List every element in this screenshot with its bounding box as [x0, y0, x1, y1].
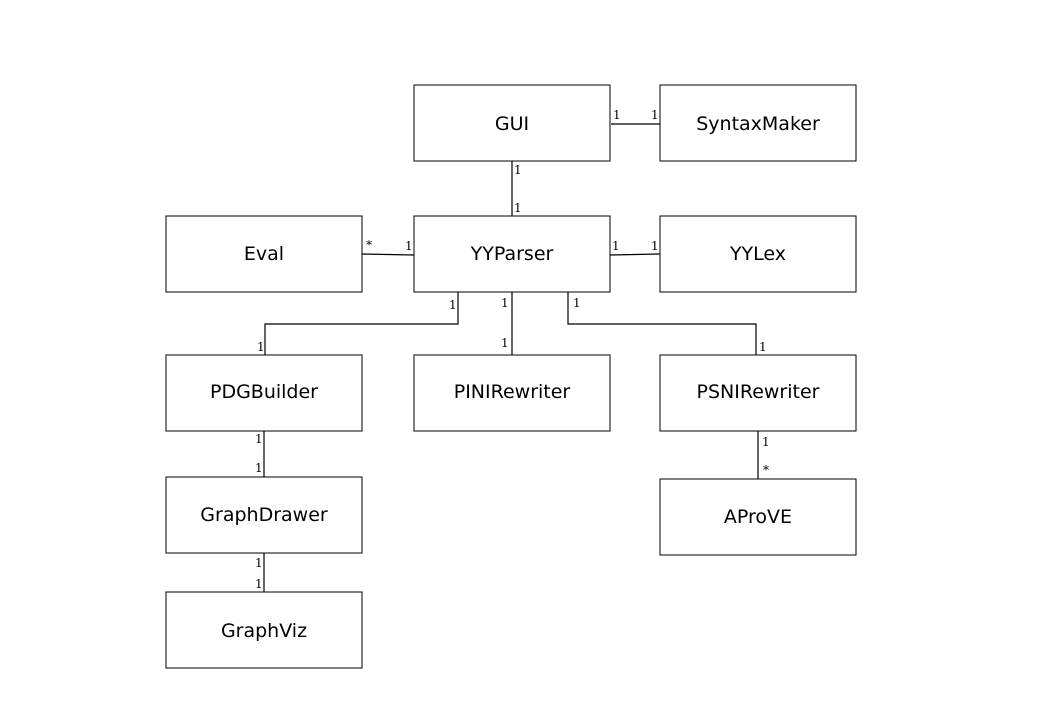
class-box-aprove: AProVE	[659, 478, 857, 556]
mult-pdgbuilder-graphdrawer-to: 1	[255, 461, 263, 475]
mult-yyparser-pinirewriter-from: 1	[501, 296, 509, 310]
class-box-pdgbuilder: PDGBuilder	[165, 354, 363, 432]
class-label-syntaxmaker: SyntaxMaker	[696, 113, 820, 135]
assoc-eval-yyparser	[361, 253, 415, 256]
class-box-graphviz: GraphViz	[165, 591, 363, 669]
class-box-graphdrawer: GraphDrawer	[165, 476, 363, 554]
mult-graphdrawer-graphviz-from: 1	[255, 556, 263, 570]
class-box-yyparser: YYParser	[413, 215, 611, 293]
mult-pdgbuilder-graphdrawer-from: 1	[255, 432, 263, 446]
class-label-pdgbuilder: PDGBuilder	[210, 381, 318, 403]
class-label-gui: GUI	[495, 113, 529, 135]
class-label-graphdrawer: GraphDrawer	[200, 504, 328, 526]
mult-yyparser-yylex-from: 1	[612, 239, 620, 253]
mult-eval-yyparser-to: 1	[405, 239, 413, 253]
mult-yyparser-pdgbuilder-from: 1	[449, 298, 457, 312]
class-box-yylex: YYLex	[659, 215, 857, 293]
class-label-graphviz: GraphViz	[221, 620, 307, 642]
mult-gui-syntaxmaker-to: 1	[651, 108, 659, 122]
assoc-yyparser-pdgbuilder	[264, 292, 459, 355]
class-label-yylex: YYLex	[729, 243, 786, 265]
mult-psnirewriter-aprove-to: *	[763, 463, 769, 477]
connectors	[263, 123, 759, 592]
mult-yyparser-pdgbuilder-to: 1	[257, 340, 265, 354]
mult-yyparser-psnirewriter-from: 1	[573, 296, 581, 310]
class-box-eval: Eval	[165, 215, 363, 293]
mult-yyparser-yylex-to: 1	[651, 239, 659, 253]
mult-psnirewriter-aprove-from: 1	[762, 435, 770, 449]
class-label-psnirewriter: PSNIRewriter	[697, 381, 820, 403]
mult-gui-syntaxmaker-from: 1	[613, 108, 621, 122]
mult-graphdrawer-graphviz-to: 1	[255, 577, 263, 591]
multiplicities: 1 1 1 1 * 1 1 1 1 1 1 1 1 1 1 1 1 * 1 1	[255, 108, 770, 591]
class-box-psnirewriter: PSNIRewriter	[659, 354, 857, 432]
class-label-eval: Eval	[244, 243, 284, 265]
class-box-syntaxmaker: SyntaxMaker	[659, 84, 857, 162]
mult-yyparser-psnirewriter-to: 1	[759, 340, 767, 354]
class-box-pinirewriter: PINIRewriter	[413, 354, 611, 432]
assoc-yyparser-psnirewriter	[567, 292, 757, 355]
class-box-gui: GUI	[413, 84, 611, 162]
mult-eval-yyparser-from: *	[366, 238, 372, 252]
mult-yyparser-pinirewriter-to: 1	[501, 336, 509, 350]
class-label-pinirewriter: PINIRewriter	[454, 381, 571, 403]
assoc-yyparser-yylex	[609, 253, 661, 256]
mult-gui-yyparser-from: 1	[514, 163, 522, 177]
class-label-aprove: AProVE	[724, 506, 792, 528]
mult-gui-yyparser-to: 1	[514, 201, 522, 215]
class-label-yyparser: YYParser	[470, 243, 554, 265]
